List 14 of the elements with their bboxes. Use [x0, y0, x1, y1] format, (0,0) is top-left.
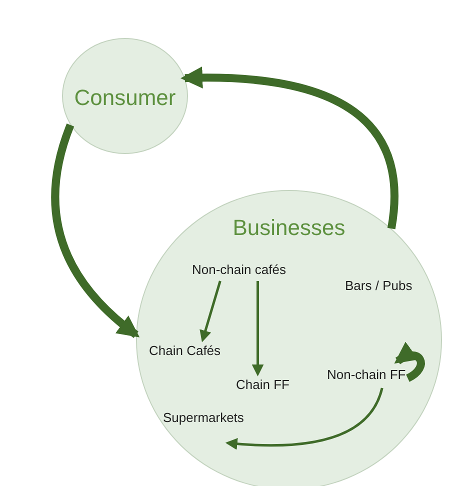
arrow: [200, 280, 222, 342]
arrow: [180, 67, 398, 229]
arrow: [225, 388, 384, 450]
node-heading: Businesses: [232, 215, 346, 240]
category-label: Non-chain FF: [327, 367, 406, 382]
arrow: [51, 124, 140, 338]
arrow: [252, 281, 264, 376]
category-label: Chain FF: [236, 377, 290, 392]
arrow: [394, 342, 425, 382]
node-heading: Consumer: [74, 85, 176, 110]
category-label: Bars / Pubs: [345, 278, 412, 293]
category-label: Supermarkets: [163, 410, 244, 425]
category-label: Chain Cafés: [149, 343, 221, 358]
category-label: Non-chain cafés: [192, 262, 286, 277]
